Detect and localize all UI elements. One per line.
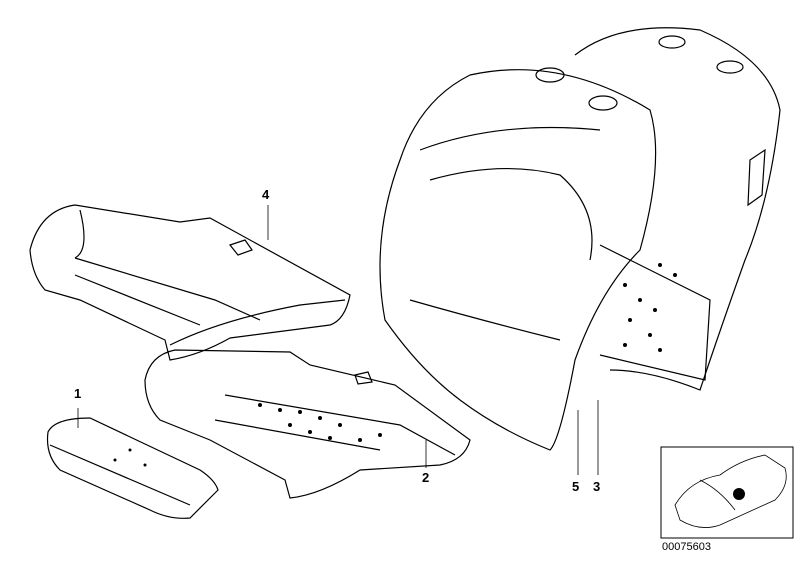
part-2-seat-pan[interactable]: [144, 349, 471, 499]
diagram-reference-number: 00075603: [662, 541, 711, 553]
part-3-backrest-frame[interactable]: [574, 27, 781, 391]
leader-lines: [77, 205, 599, 475]
part-4-seat-cover[interactable]: [29, 204, 351, 361]
part-1-cushion-pad[interactable]: [46, 417, 219, 519]
part-5-backrest-cover[interactable]: [379, 67, 657, 451]
callout-4: 4: [262, 187, 270, 202]
callout-2: 2: [422, 470, 430, 485]
seat-location-marker: [733, 488, 745, 500]
callout-5: 5: [572, 479, 580, 494]
vehicle-location-inset: [660, 446, 794, 539]
callout-1: 1: [74, 386, 82, 401]
callout-3: 3: [593, 479, 601, 494]
